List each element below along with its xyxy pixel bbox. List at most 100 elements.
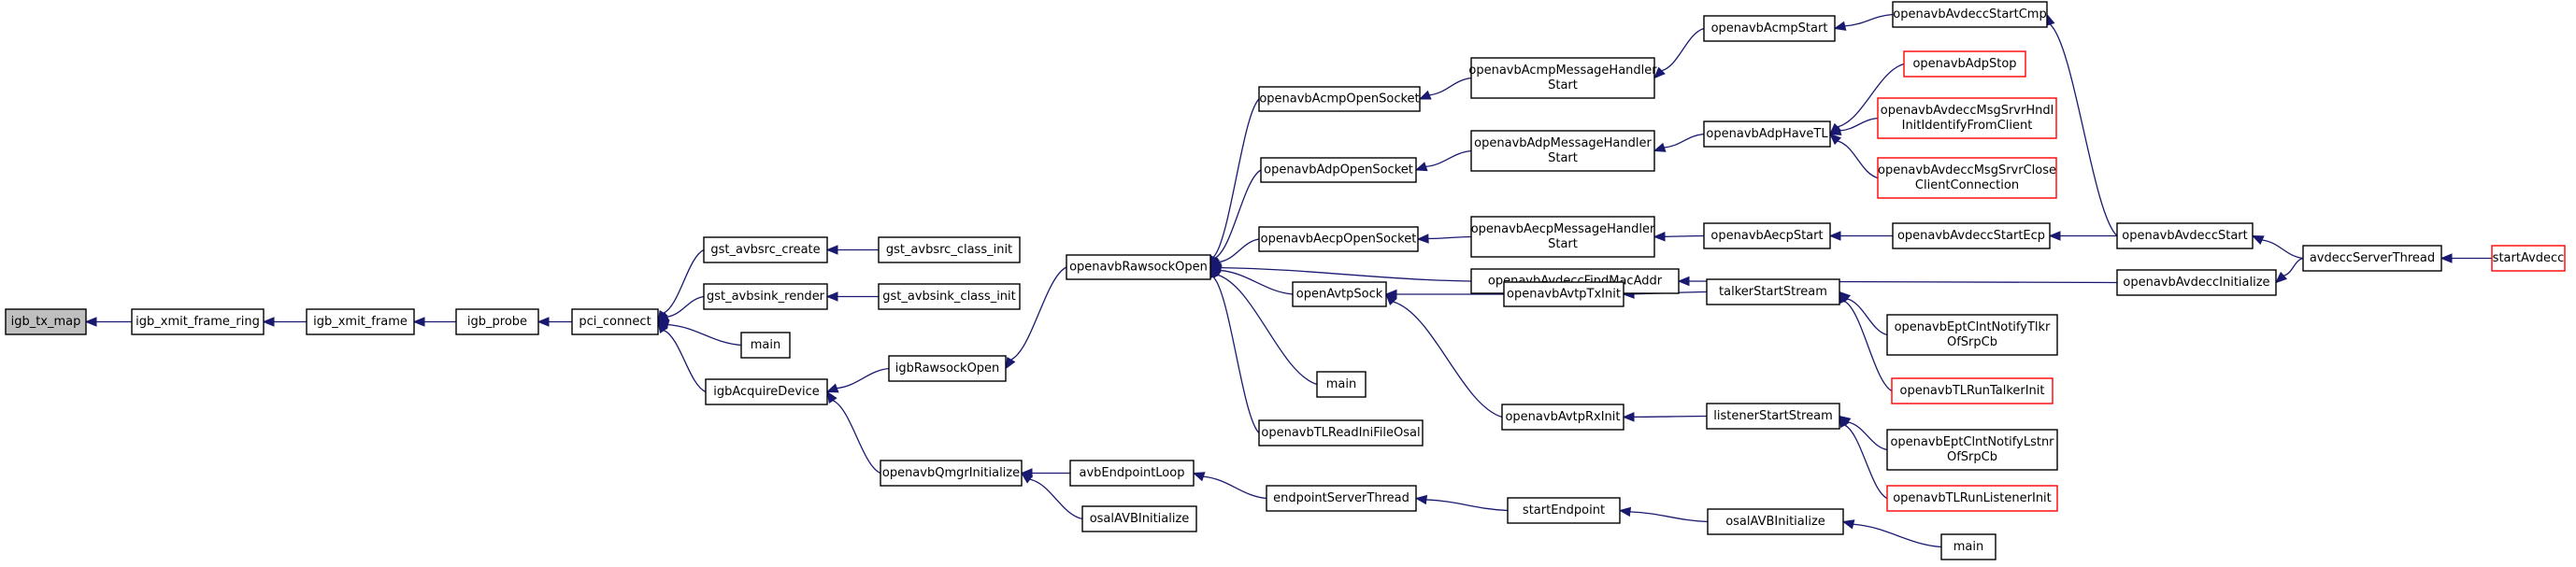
node-endpoint-server-thread[interactable]: endpointServerThread <box>1266 485 1417 512</box>
node-box <box>1891 377 2054 404</box>
arrowhead <box>2440 253 2453 263</box>
node-label: main <box>1953 540 1983 554</box>
node-label: listenerStartStream <box>1713 409 1832 423</box>
node-start-endpoint[interactable]: startEndpoint <box>1507 497 1621 524</box>
node-avdecc-server-thread[interactable]: avdeccServerThread <box>2302 245 2442 272</box>
node-openavb-tlrun-listener-init[interactable]: openavbTLRunListenerInit <box>1886 485 2058 512</box>
arrowhead <box>1677 276 1690 287</box>
node-box <box>131 308 265 335</box>
node-label: openavbAcmpOpenSocket <box>1259 92 1419 106</box>
node-label: avbEndpointLoop <box>1080 466 1185 480</box>
node-igb-tx-map[interactable]: igb_tx_map <box>5 308 87 335</box>
node-gst-avbsink-render[interactable]: gst_avbsink_render <box>703 283 828 310</box>
edge-line <box>1425 499 1509 512</box>
node-openavb-acmp-open-socket[interactable]: openavbAcmpOpenSocket <box>1258 86 1421 112</box>
node-igb-rawsock-open[interactable]: igbRawsockOpen <box>888 355 1007 382</box>
node-listener-start-stream[interactable]: listenerStartStream <box>1706 403 1840 430</box>
node-openavb-avtp-tx-init[interactable]: openavbAvtpTxInit <box>1503 281 1624 307</box>
node-main[interactable]: main <box>1940 533 1996 560</box>
node-box <box>1066 254 1211 280</box>
arrowhead <box>825 291 838 302</box>
node-pci-connect[interactable]: pci_connect <box>571 308 659 335</box>
node-openavb-rawsock-open[interactable]: openavbRawsockOpen <box>1066 254 1211 280</box>
node-openavb-acmp-start[interactable]: openavbAcmpStart <box>1703 15 1836 42</box>
node-openavb-avdecc-start[interactable]: openavbAvdeccStart <box>2116 222 2254 249</box>
call-edge <box>1416 234 1472 244</box>
node-openavb-tlread-ini-file-osal[interactable]: openavbTLReadIniFileOsal <box>1258 419 1424 447</box>
node-box <box>1903 50 2026 78</box>
node-main[interactable]: main <box>1316 371 1367 398</box>
node-igb-xmit-frame-ring[interactable]: igb_xmit_frame_ring <box>131 308 265 335</box>
node-label: osalAVBInitialize <box>1725 515 1825 529</box>
node-label: openavbAcmpStart <box>1711 21 1828 35</box>
arrowhead <box>1385 293 1397 305</box>
node-main[interactable]: main <box>740 332 791 359</box>
node-talker-start-stream[interactable]: talkerStartStream <box>1706 278 1840 305</box>
node-openavb-aecp-open-socket[interactable]: openavbAecpOpenSocket <box>1258 226 1419 252</box>
node-openavb-aecp-start[interactable]: openavbAecpStart <box>1703 222 1831 249</box>
node-avb-endpoint-loop[interactable]: avbEndpointLoop <box>1069 460 1195 487</box>
node-open-avtp-sock[interactable]: openAvtpSock <box>1292 281 1387 307</box>
node-box <box>880 460 1023 487</box>
node-openavb-qmgr-initialize[interactable]: openavbQmgrInitialize <box>880 460 1023 487</box>
node-label: openavbEptClntNotifyTlkr <box>1895 320 2051 334</box>
edge-line <box>1664 133 1705 149</box>
node-box <box>1706 278 1840 305</box>
node-openavb-avdecc-initialize[interactable]: openavbAvdeccInitialize <box>2116 269 2277 296</box>
node-igb-acquire-device[interactable]: igbAcquireDevice <box>705 378 828 405</box>
node-igb-probe[interactable]: igb_probe <box>455 308 539 335</box>
call-edge <box>1192 472 1267 500</box>
node-openavb-adp-have-tl[interactable]: openavbAdpHaveTL <box>1703 120 1831 148</box>
arrowhead <box>1828 125 1842 135</box>
node-box <box>1501 404 1624 431</box>
node-box <box>2116 269 2277 296</box>
arrowhead <box>1416 234 1429 244</box>
node-box <box>1886 429 2058 471</box>
node-openavb-adp-open-socket[interactable]: openavbAdpOpenSocket <box>1260 157 1417 183</box>
node-gst-avbsink-class-init[interactable]: gst_avbsink_class_init <box>878 283 1021 310</box>
node-openavb-tlrun-talker-init[interactable]: openavbTLRunTalkerInit <box>1891 377 2054 404</box>
node-openavb-avdecc-msg-srvr-hndl-init-identify-from-client[interactable]: openavbAvdeccMsgSrvrHndlInitIdentifyFrom… <box>1877 97 2057 139</box>
edge-line <box>1429 77 1472 96</box>
node-box <box>878 236 1021 263</box>
node-gst-avbsrc-class-init[interactable]: gst_avbsrc_class_init <box>878 236 1021 263</box>
node-osal-avbinitialize[interactable]: osalAVBInitialize <box>1707 508 1844 535</box>
node-openavb-avdecc-start-cmp[interactable]: openavbAvdeccStartCmp <box>1892 1 2048 28</box>
edge-line <box>832 400 881 475</box>
node-openavb-avdecc-msg-srvr-close-client-connection[interactable]: openavbAvdeccMsgSrvrCloseClientConnectio… <box>1877 157 2057 199</box>
call-edge <box>657 320 707 393</box>
edge-line <box>1629 511 1709 523</box>
edge-line <box>1203 475 1267 500</box>
node-box <box>1258 419 1424 447</box>
call-edge <box>2440 253 2492 263</box>
node-label: gst_avbsrc_class_init <box>886 243 1012 257</box>
node-igb-xmit-frame[interactable]: igb_xmit_frame <box>306 308 415 335</box>
call-edge <box>1622 412 1708 422</box>
node-box <box>888 355 1007 382</box>
node-openavb-adp-stop[interactable]: openavbAdpStop <box>1903 50 2026 78</box>
edge-line <box>2283 257 2304 276</box>
edge-line <box>666 295 705 318</box>
arrowhead <box>1653 142 1667 152</box>
call-edge <box>537 317 572 327</box>
node-openavb-avtp-rx-init[interactable]: openavbAvtpRxInit <box>1501 404 1624 431</box>
node-start-avdecc[interactable]: startAvdecc <box>2491 245 2566 272</box>
node-label: openavbAvdeccStart <box>2122 229 2247 243</box>
node-osal-avbinitialize[interactable]: osalAVBInitialize <box>1081 505 1197 532</box>
node-box <box>2302 245 2442 272</box>
arrowhead <box>1653 66 1666 79</box>
arrowhead <box>1622 412 1635 422</box>
edge-line <box>1843 300 1893 392</box>
node-label: igbAcquireDevice <box>713 385 820 399</box>
call-edge <box>1828 231 1893 241</box>
node-label: openavbAdpHaveTL <box>1706 127 1828 141</box>
node-openavb-avdecc-start-ecp[interactable]: openavbAvdeccStartEcp <box>1892 222 2051 249</box>
node-label: openavbAvdeccStartCmp <box>1893 7 2046 21</box>
node-gst-avbsrc-create[interactable]: gst_avbsrc_create <box>703 236 828 263</box>
